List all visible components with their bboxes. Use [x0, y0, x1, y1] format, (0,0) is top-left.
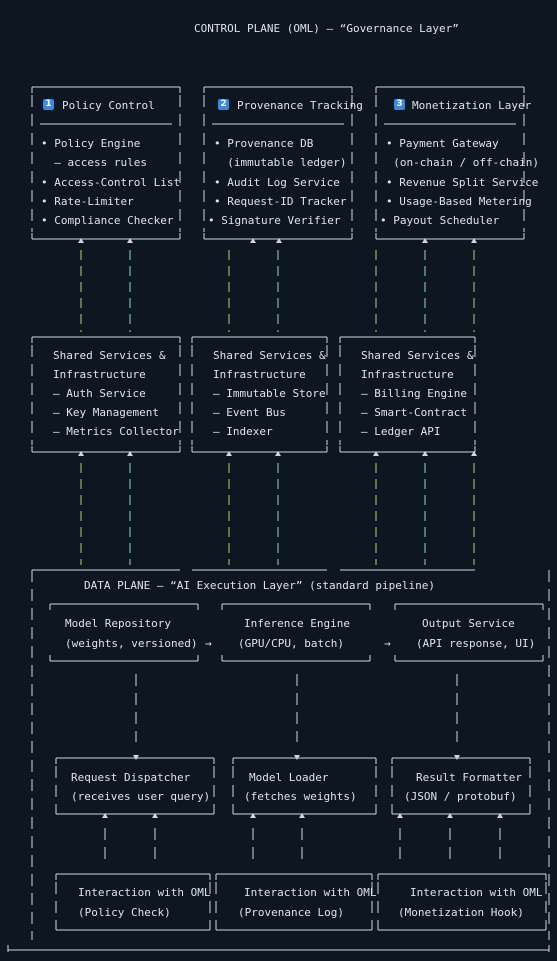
arrow-up-icon	[373, 451, 379, 456]
box-item: – Smart-Contract	[361, 406, 467, 419]
box-item: – Billing Engine	[361, 387, 467, 400]
box-item: • Compliance Checker	[41, 214, 174, 227]
worker-title: Model Loader	[249, 771, 329, 784]
arrow-up-icon	[152, 813, 158, 818]
worker-subtitle: (JSON / protobuf)	[404, 790, 517, 803]
box-title: Policy Control	[62, 99, 155, 112]
box-item: • Payout Scheduler	[380, 214, 500, 227]
box-item: Infrastructure	[361, 368, 454, 381]
arrow-up-icon	[276, 238, 282, 243]
arrow-up-icon	[422, 238, 428, 243]
box-item: – Event Bus	[213, 406, 286, 419]
arrow-up-icon	[299, 813, 305, 818]
box-item: Infrastructure	[53, 368, 146, 381]
box-item: • Signature Verifier	[208, 214, 341, 227]
box-item: – access rules	[41, 156, 147, 169]
stage-title: Output Service	[422, 617, 515, 630]
stage-title: Model Repository	[65, 617, 171, 630]
box-item: Infrastructure	[213, 368, 306, 381]
box-item: – Ledger API	[361, 425, 441, 438]
arrow-up-icon	[226, 451, 232, 456]
stage-subtitle: (API response, UI)	[416, 637, 536, 650]
box-item: – Indexer	[213, 425, 273, 438]
arrow-up-icon	[422, 451, 428, 456]
arrow-up-icon	[471, 451, 477, 456]
arrow-up-icon	[471, 238, 477, 243]
data-plane-title: DATA PLANE – “AI Execution Layer” (stand…	[84, 579, 435, 592]
hook-title: Interaction with OML	[78, 886, 211, 899]
stage-title: Inference Engine	[244, 617, 350, 630]
arrow-up-icon	[78, 238, 84, 243]
box-item: • Policy Engine	[41, 137, 141, 150]
box-item: • Request-ID Tracker	[214, 195, 347, 208]
box-item: (immutable ledger)	[214, 156, 347, 169]
arrow-up-icon	[102, 813, 108, 818]
box-title: Monetization Layer	[412, 99, 532, 112]
number-badge-icon: 1	[43, 99, 54, 110]
hook-subtitle: (Monetization Hook)	[398, 906, 524, 919]
box-item: – Metrics Collector	[53, 425, 179, 438]
box-item: • Provenance DB	[214, 137, 314, 150]
arrow-up-icon	[250, 813, 256, 818]
box-item: Shared Services &	[213, 349, 326, 362]
box-item: • Audit Log Service	[214, 176, 340, 189]
arrow-right-icon: →	[384, 637, 391, 650]
arrow-up-icon	[447, 813, 453, 818]
hook-subtitle: (Policy Check)	[78, 906, 171, 919]
arrow-up-icon	[275, 451, 281, 456]
number-badge-icon: 2	[218, 99, 229, 110]
box-item: Shared Services &	[53, 349, 166, 362]
stage-subtitle: (weights, versioned)	[65, 637, 198, 650]
arrow-up-icon	[127, 451, 133, 456]
worker-title: Request Dispatcher	[71, 771, 191, 784]
box-item: • Payment Gateway	[386, 137, 499, 150]
number-badge-icon: 3	[394, 99, 405, 110]
box-item: • Rate-Limiter	[41, 195, 134, 208]
arrow-up-icon	[497, 813, 503, 818]
worker-title: Result Formatter	[416, 771, 522, 784]
arrow-right-icon: →	[205, 637, 212, 650]
control-plane-title: CONTROL PLANE (OML) – “Governance Layer”	[194, 22, 459, 35]
arrow-up-icon	[127, 238, 133, 243]
box-item: • Access-Control List	[41, 176, 181, 189]
box-item: • Usage-Based Metering	[386, 195, 532, 208]
arrow-up-icon	[397, 813, 403, 818]
worker-subtitle: (receives user query)	[71, 790, 211, 803]
hook-title: Interaction with OML	[244, 886, 377, 899]
box-item: – Key Management	[53, 406, 159, 419]
hook-subtitle: (Provenance Log)	[238, 906, 344, 919]
box-item: – Immutable Store	[213, 387, 326, 400]
box-item: • Revenue Split Service	[386, 176, 539, 189]
hook-title: Interaction with OML	[410, 886, 543, 899]
box-item: Shared Services &	[361, 349, 474, 362]
arrow-up-icon	[250, 238, 256, 243]
box-item: (on-chain / off-chain)	[380, 156, 539, 169]
box-title: Provenance Tracking	[237, 99, 363, 112]
box-item: – Auth Service	[53, 387, 146, 400]
stage-subtitle: (GPU/CPU, batch)	[238, 637, 344, 650]
worker-subtitle: (fetches weights)	[244, 790, 357, 803]
arrow-up-icon	[78, 451, 84, 456]
